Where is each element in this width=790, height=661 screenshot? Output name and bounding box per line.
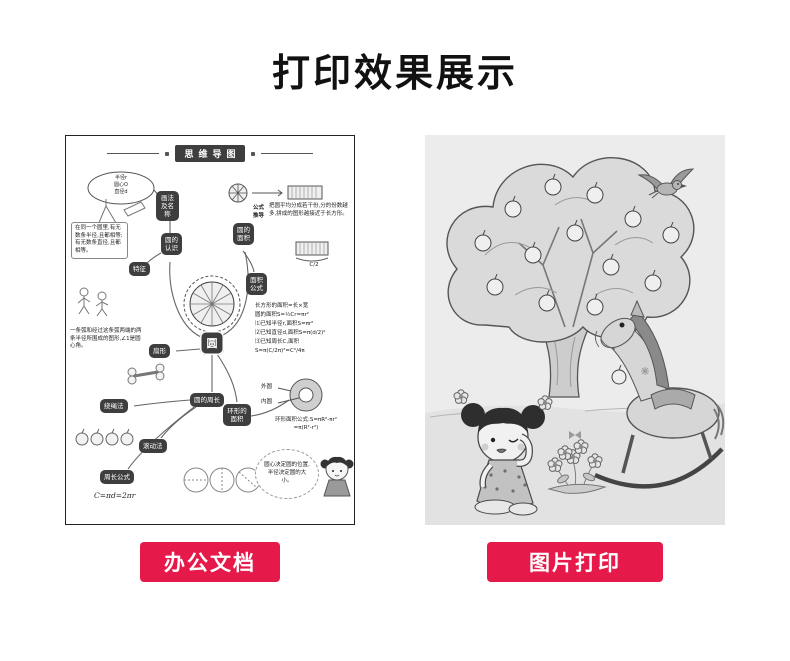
area-formula-lines: 长方形的面积=长×宽 圆的面积S=½Cr=πr² ⑴已知半径r,面积S=πr² … [255, 302, 352, 356]
header-dot-right [250, 151, 255, 156]
derivation-description: 把圆平均分成若干份,分的份数越多,拼成的图形越接近于长方形。 [269, 203, 348, 217]
circle-trio-diagram [183, 467, 261, 493]
comb-icon-2 [295, 241, 329, 262]
node-perimeter-formula: 周长公式 [100, 470, 134, 485]
arrow-icon [252, 189, 283, 197]
name-ellipse-text: 半径r 圆心O 直径d [88, 175, 154, 195]
node-feature: 特征 [129, 262, 150, 277]
connector-lines [127, 189, 290, 470]
derivation-label: 公式推导 [253, 205, 265, 219]
ring-diagram [277, 378, 323, 412]
ring-formulas: 环形面积公式:S=πR²-πr² =π(R²-r²) [259, 417, 353, 432]
office-document-sample: 思维导图 半径r 圆心O 直径d 画法及名称 圆的认识 特征 圆的面积 面积公式… [65, 135, 355, 582]
fan-icon [228, 183, 248, 203]
area-line-4: ⑵已知直径d,面积S=π(d/2)² [255, 330, 326, 337]
inner-circle-label: 内圆 [261, 399, 273, 405]
area-line-1: 长方形的面积=长×宽 [255, 303, 309, 309]
bird [637, 168, 695, 199]
node-center-circle: 圆 [200, 331, 224, 355]
page-title: 打印效果展示 [271, 51, 518, 95]
child-drawing [425, 135, 725, 525]
header-line-left [107, 153, 160, 154]
comb-icon-1 [287, 185, 323, 200]
sparkles [453, 367, 649, 439]
node-area: 圆的面积 [233, 223, 254, 246]
node-circumference: 圆的周长 [190, 393, 224, 408]
girl [461, 403, 545, 516]
sliced-circle-diagram [183, 275, 241, 333]
ring-formula-2: =π(R²-r²) [293, 424, 319, 431]
girl-avatar [320, 456, 354, 497]
office-document-label: 办公文档 [140, 542, 280, 582]
office-document-card: 思维导图 半径r 圆心O 直径d 画法及名称 圆的认识 特征 圆的面积 面积公式… [65, 135, 355, 525]
name-ellipse [87, 171, 155, 205]
bone-sketch [127, 363, 165, 385]
samples-row: 思维导图 半径r 圆心O 直径d 画法及名称 圆的认识 特征 圆的面积 面积公式… [0, 135, 790, 582]
falling-apple [611, 369, 627, 385]
rocking-horse [594, 299, 725, 489]
center-label: 圆心O [114, 181, 128, 188]
node-rolling-method: 滚动法 [139, 439, 167, 454]
node-cognition: 圆的认识 [161, 233, 182, 256]
diameter-label: 直径d [114, 188, 128, 195]
mindmap-graphics [75, 171, 354, 497]
outer-circle-label: 外圆 [261, 384, 273, 390]
photo-print-sample: 图片打印 [425, 135, 725, 582]
mindmap-title: 思维导图 [175, 145, 245, 162]
feature-description: 在同一个圆里,有无数条半径,且都相等;有无数条直径,且都相等。 [71, 222, 128, 259]
node-sector: 扇形 [149, 344, 170, 359]
apple-tree [446, 157, 695, 398]
node-method-name: 画法及名称 [156, 191, 179, 222]
perimeter-equation: C=πd=2πr [94, 491, 136, 500]
area-line-2: 圆的面积S=½Cr=πr² [255, 312, 309, 319]
area-line-5: ⑶已知周长C,面积 [255, 339, 300, 346]
ring-formula-1: 环形面积公式:S=πR²-πr² [274, 417, 338, 423]
header-line-right [260, 153, 313, 154]
tip-bubble: 圆心决定圆的位置,半径决定圆的大小。 [255, 449, 319, 499]
apples-sketch [75, 428, 134, 446]
node-area-formula: 面积公式 [246, 273, 267, 296]
node-ring-area: 环形的面积 [223, 404, 251, 427]
node-rope-method: 绕绳法 [100, 399, 128, 414]
area-line-3: ⑴已知半径r,面积S=πr² [255, 321, 314, 328]
figures-sketch [77, 287, 109, 317]
flowers [547, 439, 607, 494]
sector-description: 一条弧和经过这条弧两端的两条半径所围成的图形,∠1是圆心角。 [70, 328, 142, 350]
photo-print-label: 图片打印 [487, 542, 663, 582]
apples [474, 173, 680, 316]
rect-width-label: C/2 [309, 262, 319, 268]
header-dot-left [165, 151, 170, 156]
area-line-6: S=π(C/2π)²=C²/4π [255, 348, 305, 355]
radius-label: 半径r [114, 175, 128, 181]
mindmap: 思维导图 半径r 圆心O 直径d 画法及名称 圆的认识 特征 圆的面积 面积公式… [66, 136, 354, 524]
mindmap-header: 思维导图 [66, 145, 354, 162]
photo-print-card [425, 135, 725, 525]
